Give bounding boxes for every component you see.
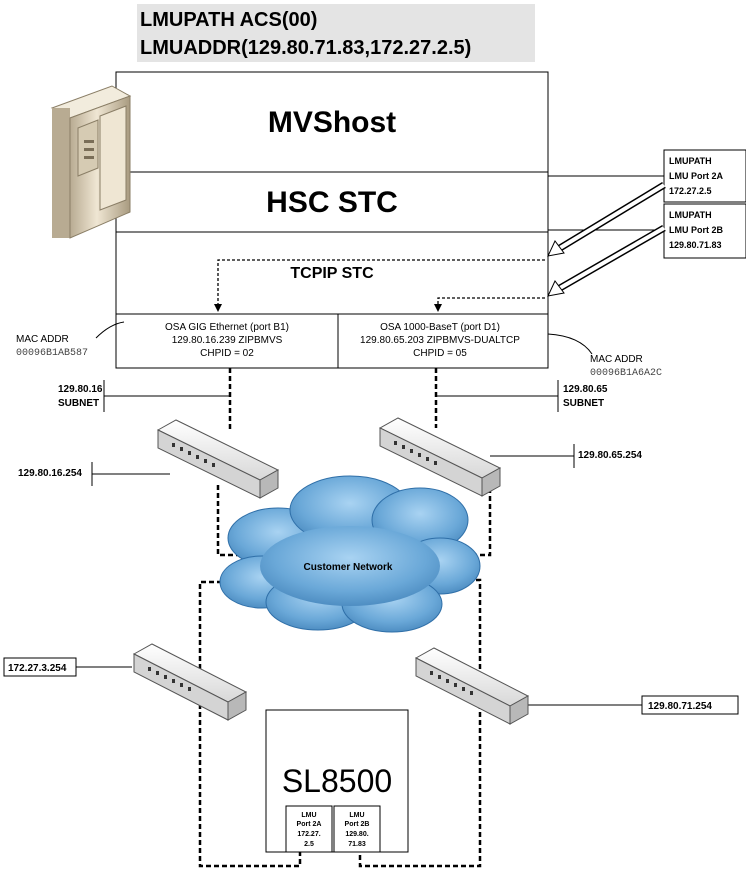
server-icon	[50, 85, 132, 239]
osa-right-line1: OSA 1000-BaseT (port D1)	[380, 322, 500, 333]
gateway-bottom-right: 129.80.71.254	[648, 701, 712, 712]
subnet-left-ip: 129.80.16	[58, 384, 103, 395]
port-2a-line4: 2.5	[304, 841, 314, 848]
callout-2b-title: LMUPATH	[669, 210, 712, 220]
header-line2: LMUADDR(129.80.71.83,172.27.2.5)	[140, 37, 471, 59]
tcpip-path-left	[217, 259, 545, 306]
osa-left-line3: CHPID = 02	[200, 348, 254, 359]
port-2a-line2: Port 2A	[297, 821, 322, 828]
osa-left-line2: 129.80.16.239 ZIPBMVS	[172, 335, 283, 346]
gateway-top-left: 129.80.16.254	[18, 468, 82, 479]
callout-2b-port: LMU Port 2B	[669, 225, 724, 235]
lmupath-arrow-2a	[547, 182, 666, 257]
sl8500-label: SL8500	[282, 763, 392, 799]
hsc-stc-label: HSC STC	[266, 186, 398, 219]
customer-network-cloud	[219, 475, 481, 633]
header-line1: LMUPATH ACS(00)	[140, 9, 317, 31]
mvshost-label: MVShost	[268, 106, 396, 139]
callout-2a-port: LMU Port 2A	[669, 171, 724, 181]
lmupath-arrow-2b	[547, 224, 666, 297]
lmu-port-2b-box	[333, 805, 381, 853]
gateway-top-right: 129.80.65.254	[578, 450, 642, 461]
lmupath-callout-2b	[663, 203, 746, 259]
mac-right-value: 00096B1A6A2C	[590, 368, 662, 379]
gateway-bottom-left: 172.27.3.254	[8, 663, 67, 674]
switch-icon-top-left	[156, 419, 280, 499]
subnet-right-ip: 129.80.65	[563, 384, 608, 395]
lmu-port-2a-box	[285, 805, 333, 853]
osa-left-line1: OSA GIG Ethernet (port B1)	[165, 322, 289, 333]
port-2b-line4: 71.83	[348, 841, 366, 848]
callout-2b-ip: 129.80.71.83	[669, 240, 722, 250]
header-box	[137, 4, 535, 62]
osa-right-line3: CHPID = 05	[413, 348, 467, 359]
switch-icon-bottom-right	[414, 647, 530, 725]
subnet-left-label: SUBNET	[58, 398, 99, 409]
customer-network-label: Customer Network	[304, 562, 393, 573]
switch-icon-bottom-left	[132, 643, 248, 721]
mac-right-label: MAC ADDR	[590, 354, 643, 365]
mac-left-value: 00096B1AB587	[16, 348, 88, 359]
callout-2a-title: LMUPATH	[669, 156, 712, 166]
port-2b-line3: 129.80.	[345, 831, 368, 838]
tcpip-stc-label: TCPIP STC	[290, 265, 374, 282]
osa-right-line2: 129.80.65.203 ZIPBMVS-DUALTCP	[360, 335, 520, 346]
switch-icon-top-right	[378, 417, 502, 497]
port-2b-line2: Port 2B	[345, 821, 370, 828]
tcpip-path-right	[437, 297, 545, 306]
callout-2a-ip: 172.27.2.5	[669, 186, 712, 196]
subnet-right-label: SUBNET	[563, 398, 604, 409]
mvs-host-box	[115, 71, 549, 369]
port-2a-line3: 172.27.	[297, 831, 320, 838]
port-2a-line1: LMU	[301, 812, 316, 819]
mac-left-label: MAC ADDR	[16, 334, 69, 345]
port-2b-line1: LMU	[349, 812, 364, 819]
